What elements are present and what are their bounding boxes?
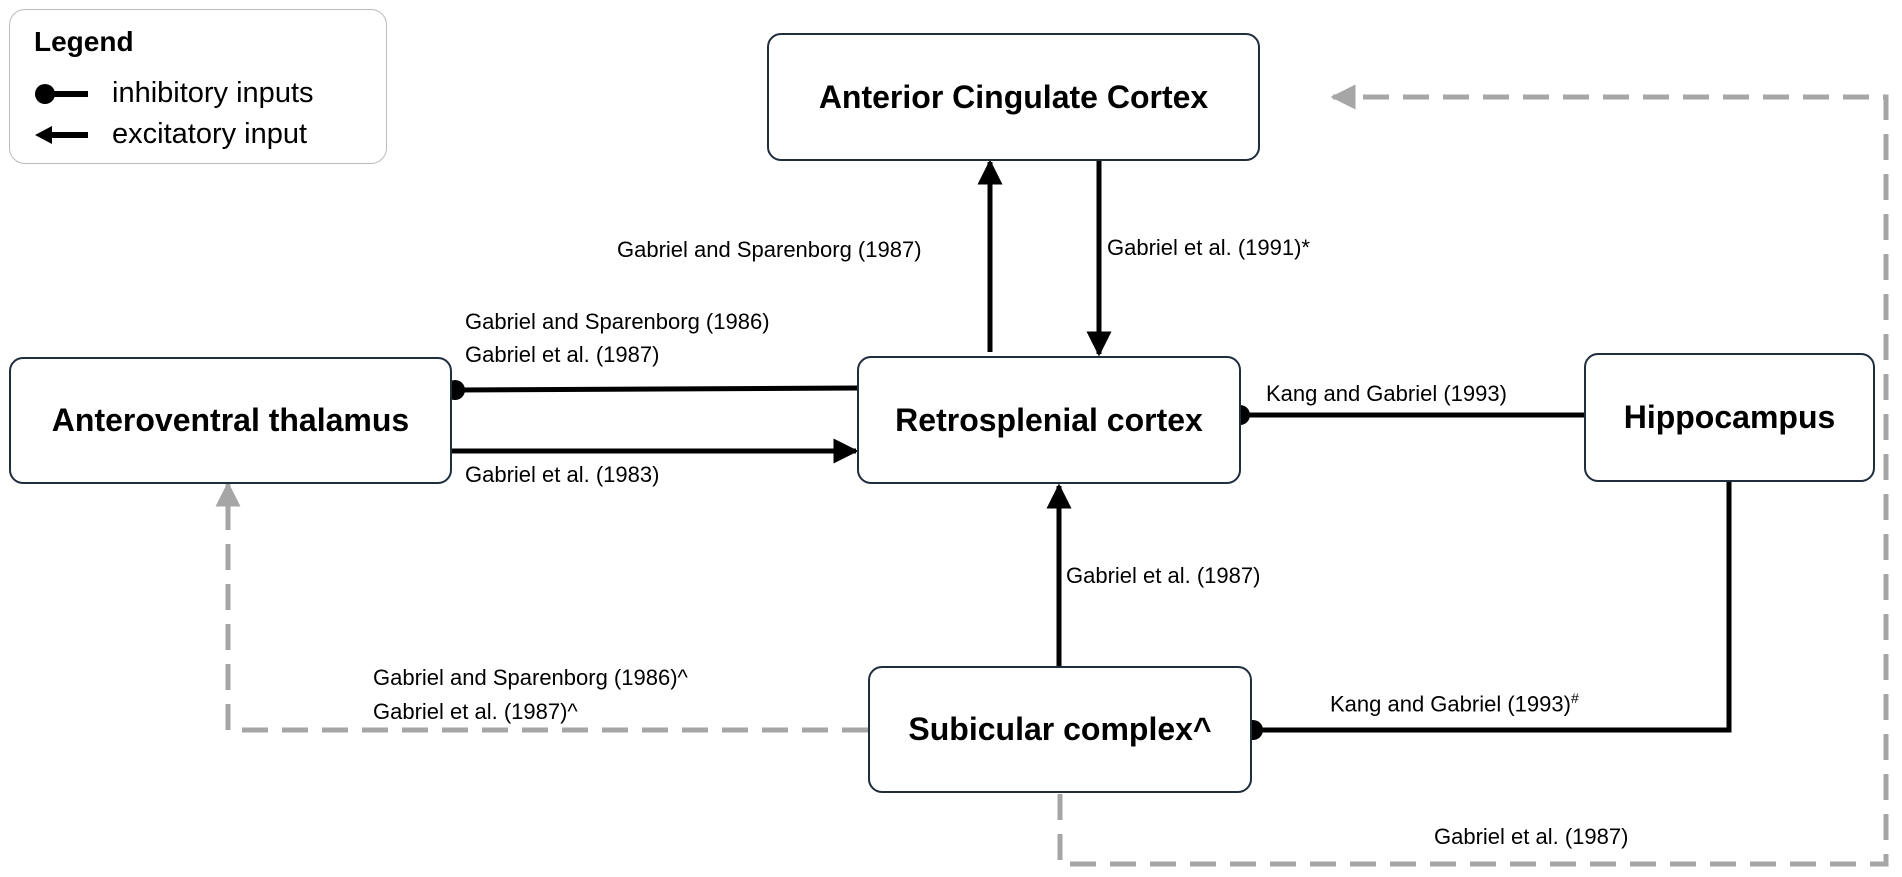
label-av-rsc-inhibitory-2: Gabriel et al. (1987) [465, 342, 660, 367]
node-retrosplenial-cortex: Retrosplenial cortex [857, 356, 1241, 484]
legend-label-excitatory: excitatory input [112, 118, 308, 150]
label-hip-sub-mark: # [1570, 690, 1579, 706]
arrow-left-icon [35, 125, 88, 144]
edge-sub-to-acc [1057, 84, 1889, 867]
legend-item-inhibitory: inhibitory inputs [34, 77, 314, 110]
node-hippocampus: Hippocampus [1584, 353, 1875, 482]
label-sub-to-av-1: Gabriel and Sparenborg (1986)^ [373, 665, 688, 690]
label-hip-sub-text: Kang and Gabriel (1993) [1330, 691, 1571, 717]
node-anteroventral-thalamus: Anteroventral thalamus [9, 357, 452, 484]
edge-av-rsc-inhibitory [454, 385, 859, 393]
label-av-rsc-inhibitory-1: Gabriel and Sparenborg (1986) [465, 309, 770, 334]
inhibitory-dot-icon [35, 83, 88, 104]
legend-item-excitatory: excitatory input [34, 118, 307, 151]
label-av-to-rsc: Gabriel et al. (1983) [465, 462, 660, 487]
legend-label-inhibitory: inhibitory inputs [112, 77, 314, 109]
legend-title: Legend [34, 26, 134, 57]
edge-sub-to-av [215, 481, 868, 733]
label-hip-sub-inhibitory: Kang and Gabriel (1993)# [1330, 689, 1579, 720]
edge-hip-sub-inhibitory [1253, 482, 1732, 733]
legend-box: Legend inhibitory inputs excitatory inpu… [9, 9, 387, 164]
label-sub-to-av-2: Gabriel et al. (1987)^ [373, 699, 578, 724]
label-sub-to-rsc: Gabriel et al. (1987) [1066, 563, 1261, 588]
label-hip-rsc-inhibitory: Kang and Gabriel (1993) [1266, 381, 1507, 406]
label-sub-to-acc: Gabriel et al. (1987) [1434, 824, 1629, 849]
label-rsc-to-acc: Gabriel and Sparenborg (1987) [617, 237, 922, 262]
node-anterior-cingulate-cortex: Anterior Cingulate Cortex [767, 33, 1260, 161]
label-acc-to-rsc: Gabriel et al. (1991)* [1107, 235, 1310, 260]
node-subicular-complex: Subicular complex^ [868, 666, 1252, 793]
